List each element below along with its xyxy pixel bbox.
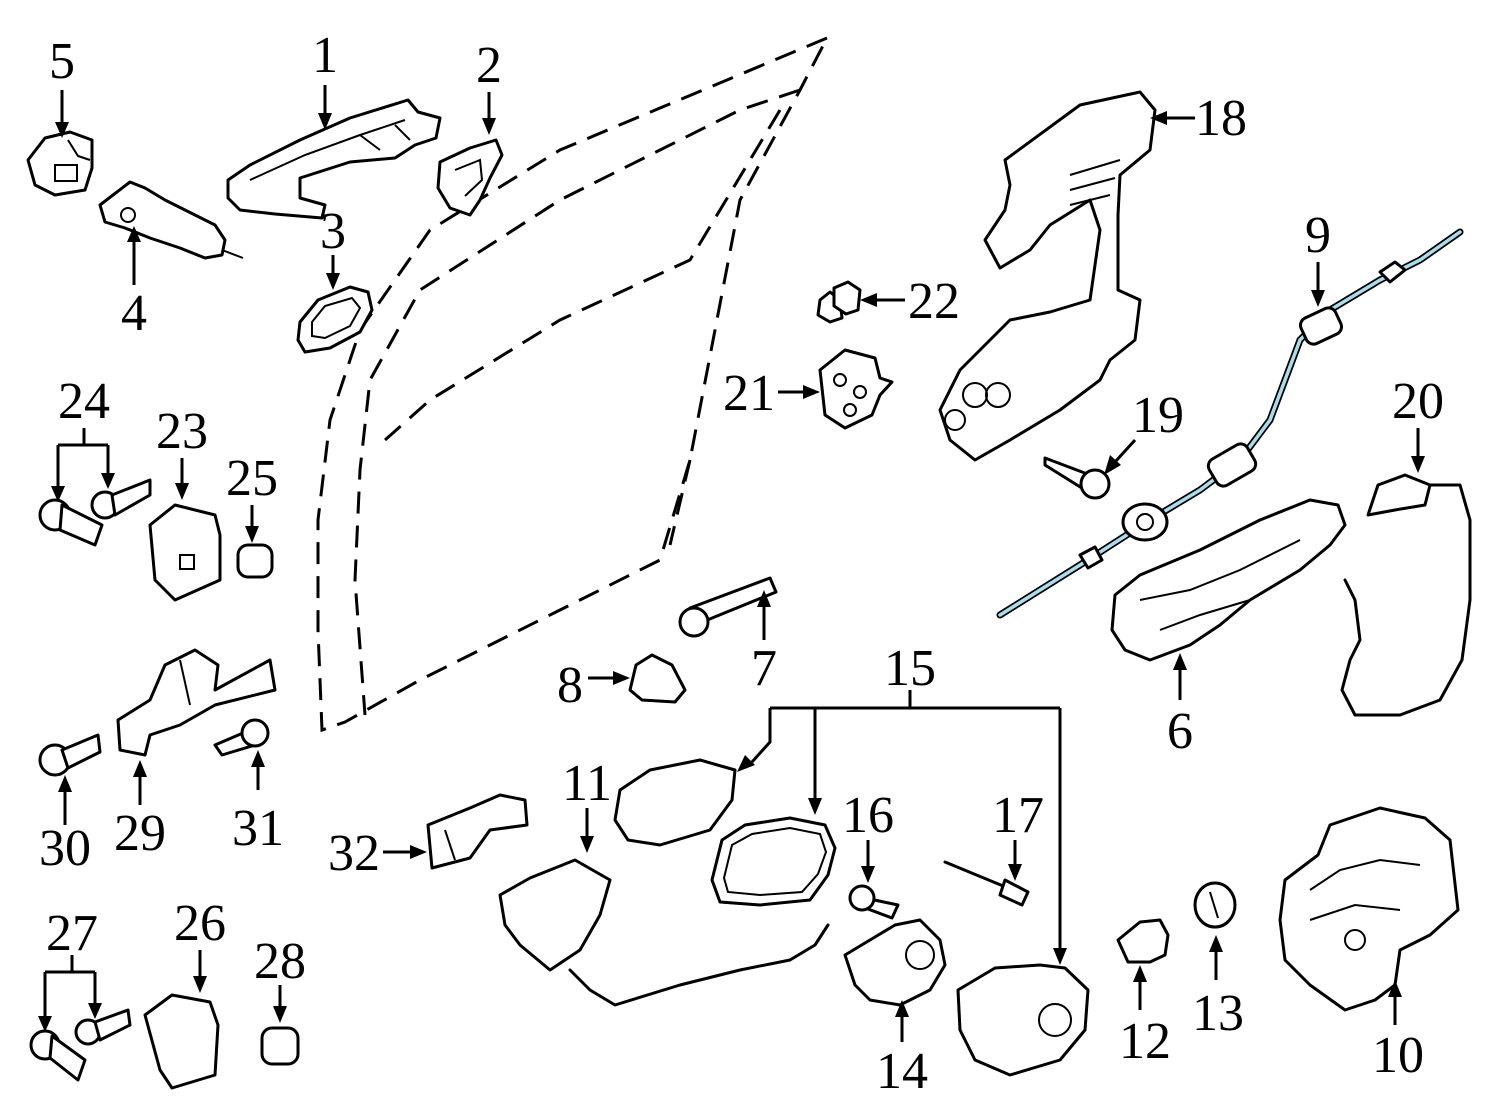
callout-1: 1 (312, 27, 338, 84)
callout-7: 7 (751, 640, 777, 697)
part-14-motor (843, 918, 947, 1007)
part-15-cover (613, 758, 737, 847)
part-31-bolt (213, 718, 270, 757)
callout-25: 25 (226, 450, 278, 507)
part-4-lock-cylinder (98, 180, 244, 260)
part-5-end-cap (26, 130, 94, 197)
part-27-bolts (29, 1008, 132, 1082)
part-29-door-check (116, 648, 277, 757)
part-18-handle-bracket (938, 90, 1157, 462)
callout-4: 4 (121, 285, 147, 342)
callout-27: 27 (46, 905, 98, 962)
callout-11: 11 (562, 755, 612, 812)
callout-8: 8 (557, 657, 583, 714)
part-20-lock-cable (1340, 473, 1472, 717)
callout-31: 31 (232, 800, 284, 857)
callout-14: 14 (876, 1043, 928, 1100)
callout-16: 16 (842, 787, 894, 844)
callout-5: 5 (49, 33, 75, 90)
part-17-pin (943, 860, 1030, 907)
part-15-actuator (956, 963, 1090, 1077)
callout-20: 20 (1392, 373, 1444, 430)
part-26-hinge (143, 993, 220, 1090)
callout-13: 13 (1192, 985, 1244, 1042)
part-30-bolt (38, 733, 102, 777)
part-21-striker (818, 348, 894, 430)
part-23-hinge (148, 503, 222, 602)
callout-9: 9 (1305, 207, 1331, 264)
callout-23: 23 (156, 403, 208, 460)
callout-15: 15 (884, 640, 936, 697)
callout-labels: 5 1 2 3 4 18 22 21 9 19 20 6 7 8 24 23 2… (39, 27, 1444, 1100)
callout-32: 32 (328, 825, 380, 882)
callout-6: 6 (1167, 703, 1193, 760)
part-19-screw (1043, 456, 1111, 500)
part-7-bolt (678, 576, 778, 638)
callout-30: 30 (39, 820, 91, 877)
callout-22: 22 (908, 273, 960, 330)
callout-29: 29 (114, 805, 166, 862)
callout-17: 17 (992, 787, 1044, 844)
callout-19: 19 (1132, 387, 1184, 444)
part-25-plug (236, 543, 274, 579)
callout-18: 18 (1195, 90, 1247, 147)
callout-24: 24 (58, 373, 110, 430)
part-22-bolt (816, 280, 862, 324)
part-1-outside-handle (226, 98, 442, 220)
part-9-release-cable (996, 228, 1464, 619)
callout-10: 10 (1372, 1027, 1424, 1084)
callout-12: 12 (1119, 1013, 1171, 1070)
callout-26: 26 (174, 895, 226, 952)
door-glass-outline (316, 35, 831, 733)
callout-28: 28 (254, 933, 306, 990)
callout-21: 21 (723, 365, 775, 422)
part-12-plug (1116, 918, 1170, 964)
leader-arrows (38, 85, 1425, 1042)
part-16-screw (848, 884, 900, 920)
callout-3: 3 (320, 203, 346, 260)
part-2-handle-bezel (436, 138, 504, 217)
part-28-plug (260, 1026, 300, 1066)
part-8-cap (628, 653, 687, 704)
part-6-inside-handle (1110, 498, 1347, 662)
part-32-bumper (426, 793, 529, 870)
part-3-gasket (296, 285, 374, 354)
part-24-bolts (38, 478, 152, 547)
part-11-latch (498, 858, 830, 1007)
part-13-cap (1193, 881, 1237, 929)
part-10-latch-assembly (1278, 806, 1460, 1012)
callout-2: 2 (476, 37, 502, 94)
part-15-seal (710, 816, 837, 907)
